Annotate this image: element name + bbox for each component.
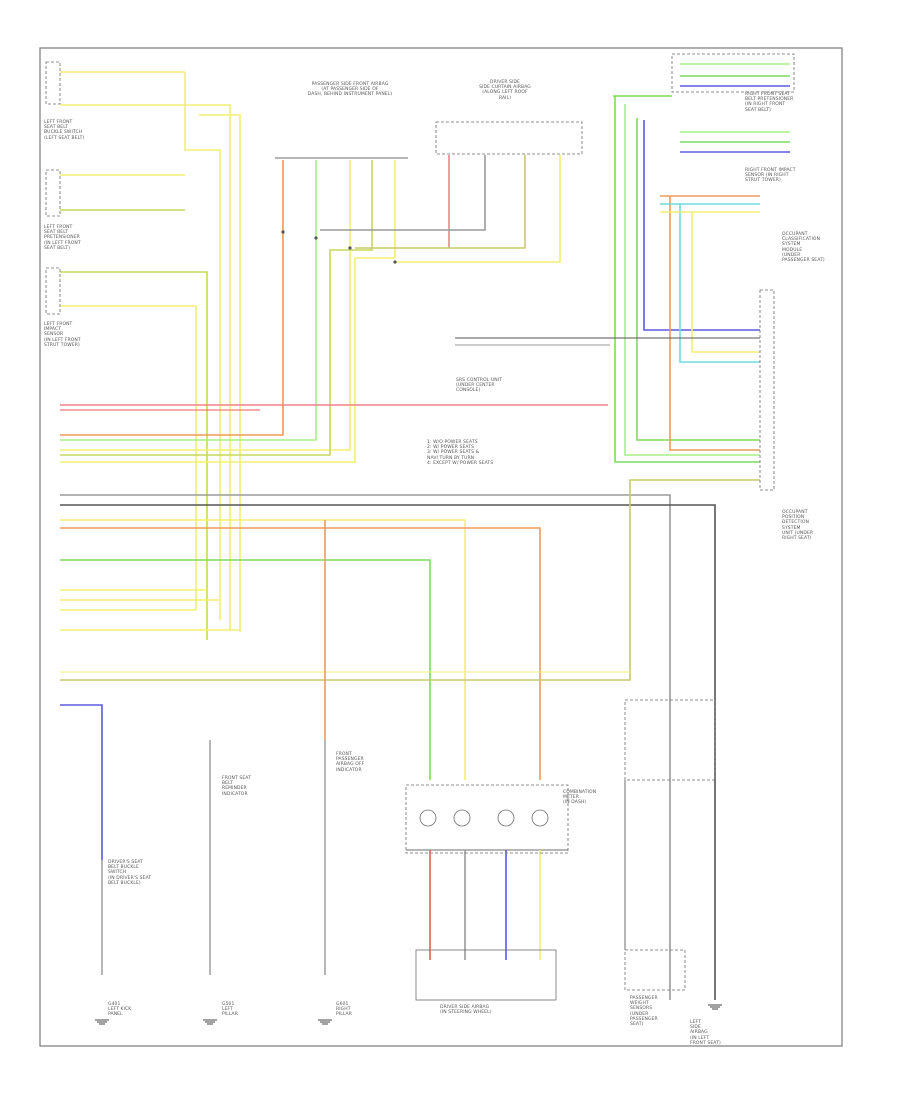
label-top-center-b: DRIVER SIDE SIDE CURTAIN AIRBAG (ALONG L… (479, 80, 531, 101)
diagram-frame (39, 47, 843, 1047)
occupant-module-connector (759, 289, 775, 491)
wire-right-cyan (679, 203, 760, 363)
wire-vert-b (188, 104, 231, 630)
combination-meter-box (405, 784, 569, 854)
ground-symbol-2 (203, 1019, 217, 1025)
label-ground-1: G401 LEFT KICK PANEL (108, 1002, 132, 1018)
wire-right-green-2 (624, 104, 760, 456)
label-bottom-right-b: LEFT SIDE AIRBAG (IN LEFT FRONT SEAT) (690, 1020, 721, 1046)
splice-dot (314, 236, 318, 240)
ground-symbol-3 (318, 1019, 332, 1025)
passenger-weight-box (624, 949, 686, 991)
left-sensor-connector (45, 267, 61, 315)
wire-yellow-top (395, 155, 561, 263)
passenger-sensor-box (624, 699, 716, 781)
splice-dot (348, 246, 352, 250)
splice-dot (281, 230, 285, 234)
wire-yellow-1 (60, 160, 351, 451)
driver-airbag-box (415, 949, 557, 1001)
wire-bus-olive (60, 479, 760, 681)
label-right-mid-a: OCCUPANT CLASSIFICATION SYSTEM MODULE (U… (782, 232, 825, 264)
wire-bus-gray (60, 494, 671, 1000)
wire-bus-yellow (60, 519, 466, 780)
splice-dot (393, 260, 397, 264)
label-notes: 1: W/O POWER SEATS 2: W/ POWER SEATS 3: … (427, 440, 494, 466)
wire-gray-top (320, 155, 486, 231)
airbag-connector-top (435, 121, 583, 155)
label-ground-2: G501 LEFT PILLAR (222, 1002, 238, 1018)
wire-bus-black (60, 504, 716, 1000)
label-combo-meter: COMBINATION METER (IN DASH) (563, 790, 597, 806)
wire-green-1 (60, 160, 317, 441)
wire-olive-top (355, 155, 526, 249)
wire-right-green-3 (636, 118, 760, 441)
meter-gauge-4 (531, 809, 549, 827)
label-bottom-left-a: DRIVER'S SEAT BELT BUCKLE SWITCH (IN DRI… (108, 860, 152, 886)
left-buckle-connector (45, 61, 61, 105)
left-pretensioner-connector (45, 169, 61, 217)
wire-bus-orange (60, 527, 541, 780)
top-right-connector (671, 53, 795, 93)
wire-right-green-1 (614, 96, 760, 463)
label-left-front-buckle: LEFT FRONT SEAT BELT BUCKLE SWITCH (LEFT… (44, 120, 85, 141)
wire-group (60, 63, 790, 1000)
label-top-right-b: RIGHT FRONT IMPACT SENSOR (IN RIGHT STRU… (745, 168, 796, 184)
label-top-center-a: PASSENGER SIDE FRONT AIRBAG (AT PASSENGE… (307, 82, 393, 98)
wire-vert-c (199, 114, 241, 632)
wire-right-blue (643, 120, 760, 331)
meter-gauge-3 (497, 809, 515, 827)
component-group (45, 53, 795, 1025)
ground-symbol-1 (95, 1019, 109, 1025)
meter-gauge-1 (419, 809, 437, 827)
wire-yg-1 (60, 160, 373, 456)
wire-sensor-1 (60, 271, 208, 640)
label-bottom-left-c: FRONT PASSENGER AIRBAG OFF INDICATOR (336, 752, 365, 773)
label-bottom-left-b: FRONT SEAT BELT REMINDER INDICATOR (222, 776, 251, 797)
label-top-right: RIGHT FRONT SEAT BELT PRETENSIONER (IN R… (745, 92, 794, 113)
wire-orange-1 (60, 160, 284, 436)
ground-symbol-4 (708, 1004, 722, 1010)
wire-sensor-2 (60, 305, 197, 610)
meter-gauge-2 (453, 809, 471, 827)
label-right-mid-b: OCCUPANT POSITION DETECTION SYSTEM UNIT … (782, 510, 814, 542)
label-driver-airbag: DRIVER SIDE AIRBAG (IN STEERING WHEEL) (440, 1005, 492, 1016)
wire-yellow-2 (60, 160, 396, 463)
label-center-module: SRS CONTROL UNIT (UNDER CENTER CONSOLE) (456, 378, 503, 394)
wire-right-orange (669, 196, 760, 451)
label-bottom-right-a: PASSENGER WEIGHT SENSORS (UNDER PASSENGE… (630, 996, 658, 1028)
wire-bus-blue (60, 704, 103, 860)
wire-vert-a (184, 72, 221, 620)
label-left-front-pretensioner: LEFT FRONT SEAT BELT PRETENSIONER (IN LE… (44, 225, 81, 251)
label-ground-3: G601 RIGHT PILLAR (336, 1002, 352, 1018)
label-left-front-sensor: LEFT FRONT IMPACT SENSOR (IN LEFT FRONT … (44, 322, 81, 348)
wire-bus-green (60, 559, 431, 780)
wire-right-yellow (691, 212, 760, 353)
